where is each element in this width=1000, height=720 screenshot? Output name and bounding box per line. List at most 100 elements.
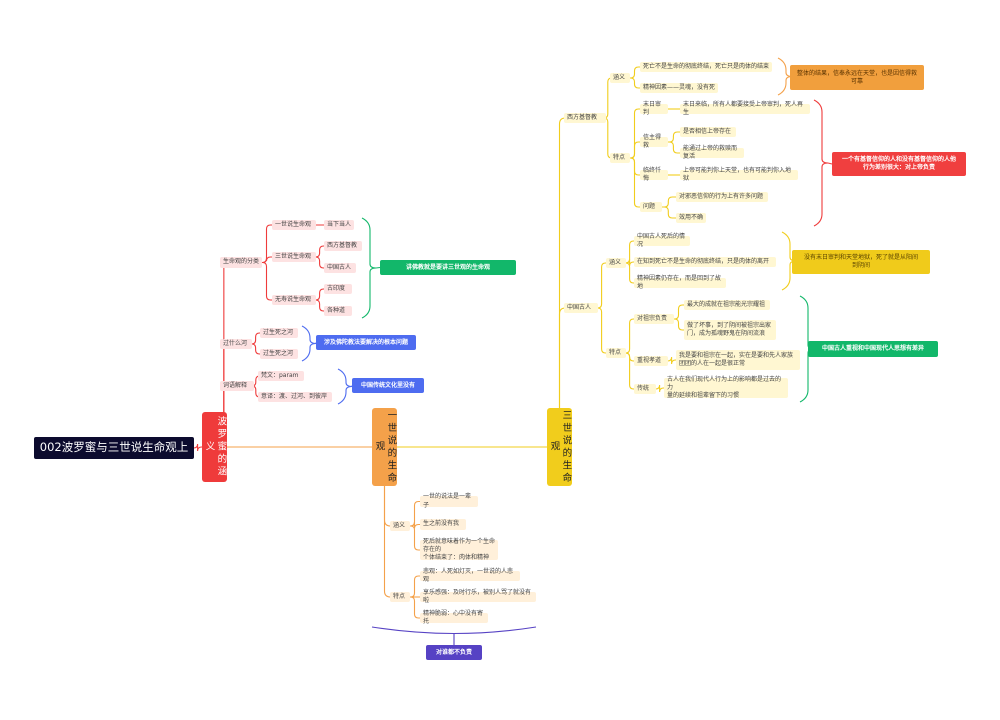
node-pm-this[interactable]: 过生死之河 — [260, 349, 298, 359]
node-pm-three[interactable]: 三世说生命观 — [272, 252, 316, 262]
node-ol-f1[interactable]: 悲观：人死如灯灭，一世说的人悲观 — [420, 568, 520, 583]
node-c-def[interactable]: 涵义 — [606, 258, 626, 268]
connector-pm-nolife-to-pm-gulong — [315, 288, 324, 301]
node-c-f3[interactable]: 传统 — [634, 384, 656, 394]
summary-link-5 — [827, 162, 833, 165]
node-pm-gulong[interactable]: 古印度 — [324, 284, 352, 294]
connector-w-f4-to-w-f4b — [662, 206, 676, 219]
node-c-f3a[interactable]: 古人在我们现代人行为上的影响都是过去的力 量的延续和祖辈留下的习惯 — [664, 376, 788, 399]
node-w-f3a[interactable]: 上帝可能判你上天堂，也有可能判你入地狱 — [680, 167, 798, 182]
summary-bracket-2 — [301, 325, 317, 362]
connector-pm-three-to-pm-cn — [315, 256, 324, 269]
node-ol-sum[interactable]: 对谁都不负责 — [426, 645, 482, 660]
node-ol-d3[interactable]: 死后就意味着作为一个生命存在的 个体结束了：肉体和精神 — [420, 538, 498, 561]
node-c-feat[interactable]: 特点 — [606, 348, 626, 358]
node-ol-d1[interactable]: 一世的说法是一辈子 — [420, 493, 478, 509]
node-pm-other[interactable]: 各种道 — [324, 306, 352, 316]
connector-w-f2-to-w-f2a — [668, 131, 680, 143]
node-ol-f2[interactable]: 享乐感强：及时行乐，被别人骂了就没有啦 — [420, 589, 536, 604]
connector-tl-west-to-w-feat — [603, 117, 612, 159]
node-c-d3[interactable]: 精神因素仍存在，而是回到了故地 — [634, 275, 726, 290]
connector-c-f1-to-c-f1a — [674, 304, 684, 320]
node-c-d2[interactable]: 在知到死亡不是生命的彻底终结，只是肉体的离开 — [634, 257, 776, 267]
connector-tl-cn-to-c-def — [597, 262, 606, 309]
connector-ol-feat-to-ol-f1 — [410, 575, 420, 598]
node-pm-sum3[interactable]: 中国传统文化里没有 — [352, 378, 424, 393]
connector-w-feat-to-w-f4 — [630, 157, 640, 208]
node-ol-def[interactable]: 涵义 — [390, 521, 410, 531]
branch-paramita[interactable]: 波罗蜜的涵义 — [202, 412, 227, 482]
node-pm-cn[interactable]: 中国古人 — [324, 263, 356, 273]
node-w-feat[interactable]: 特点 — [610, 153, 630, 163]
summary-bracket-5 — [813, 99, 829, 227]
node-c-f2a[interactable]: 我是要和祖宗在一起，实在是要和先人家族 团团的人在一起是很正常 — [676, 350, 800, 370]
node-w-d2[interactable]: 精神因素——灵魂，没有死 — [640, 83, 718, 93]
node-w-d1[interactable]: 死亡不是生命的彻底终结，死亡只是肉体的结束 — [640, 62, 772, 72]
node-w-f4a[interactable]: 对邪恶信仰的行为上有许多问题 — [676, 192, 768, 202]
node-c-sum[interactable]: 没有末日审判和天堂地狱，死了就是从阳间 到阴间 — [792, 250, 930, 274]
node-w-f1a[interactable]: 末日来临，所有人都要接受上帝审判，死人再生 — [680, 101, 810, 116]
node-w-f2b[interactable]: 能通过上帝的救赎而复活 — [680, 145, 744, 160]
node-w-f3[interactable]: 临终忏悔 — [640, 167, 668, 182]
connector-ol-to-ol-def — [383, 486, 391, 527]
connector-tl-west-to-w-def — [603, 77, 612, 119]
connector-pm-life-to-pm-three — [262, 256, 272, 264]
node-c-sum2[interactable]: 中国古人重视和中国现代人思想有差异 — [808, 341, 938, 357]
node-w-f2[interactable]: 信主得救 — [640, 134, 668, 149]
connector-ol-def-to-ol-d3 — [410, 525, 420, 551]
node-w-f4b[interactable]: 效用不确 — [676, 213, 706, 223]
node-pm-life[interactable]: 生命观的分类 — [220, 257, 262, 268]
node-pm-nolife[interactable]: 无寿说生命观 — [272, 295, 316, 305]
node-ol-f3[interactable]: 精神脆弱：心中没有寄托 — [420, 610, 488, 625]
node-w-f4[interactable]: 问题 — [640, 202, 662, 212]
node-pm-sans[interactable]: 梵文：param — [258, 371, 304, 381]
node-tl-west[interactable]: 西方基督教 — [564, 113, 606, 123]
connector-c-f2-to-c-f2a — [667, 356, 676, 365]
node-pm-one[interactable]: 一世说生命观 — [272, 220, 316, 230]
connector-c-feat-to-c-f1 — [625, 318, 634, 354]
connector-c-def-to-c-d3 — [625, 262, 634, 284]
connector-pm-nolife-to-pm-other — [315, 299, 324, 312]
branch-three-life[interactable]: 三世说的生命观 — [547, 408, 572, 486]
node-c-f1[interactable]: 对祖宗负责 — [634, 314, 674, 324]
node-tl-cn[interactable]: 中国古人 — [564, 303, 598, 313]
node-pm-sum1[interactable]: 讲佛教就是要讲三世观的生命观 — [380, 260, 516, 275]
node-ol-d2[interactable]: 生之前没有我 — [420, 519, 466, 530]
node-pm-mean[interactable]: 意译：渡、过河、到彼岸 — [258, 392, 332, 402]
node-w-sum2[interactable]: 一个有基督信仰的人和没有基督信仰的人他 行为差别很大：对上帝负责 — [832, 152, 966, 176]
node-c-d1[interactable]: 中国古人死后的情况 — [634, 233, 690, 248]
summary-link-1 — [375, 266, 381, 269]
node-ol-feat[interactable]: 特点 — [390, 592, 410, 602]
summary-bracket-1 — [361, 217, 377, 319]
connector-w-def-to-w-d2 — [630, 77, 640, 89]
node-w-sum[interactable]: 整体的结果，信奉永远在天堂，也是因信得救 可靠 — [790, 65, 924, 90]
connector-c-feat-to-c-f3 — [625, 352, 634, 390]
connector-ol-feat-to-ol-f3 — [410, 596, 420, 619]
node-w-f2a[interactable]: 是否相信上帝存在 — [680, 127, 736, 137]
branch-one-life[interactable]: 一世说的生命观 — [372, 408, 397, 486]
node-w-def[interactable]: 涵义 — [610, 73, 630, 83]
connector-ol-to-ol-feat — [383, 486, 391, 598]
node-pm-heaven[interactable]: 当下当人 — [324, 220, 354, 230]
connector-w-f4-to-w-f4a — [662, 196, 676, 208]
connector-pm-what-to-pm-this — [251, 343, 260, 355]
connector-w-f2-to-w-f2b — [668, 141, 680, 154]
node-w-f1[interactable]: 末日审判 — [640, 101, 668, 116]
node-pm-west[interactable]: 西方基督教 — [324, 241, 362, 251]
node-c-f2[interactable]: 重视孝道 — [634, 356, 668, 366]
connector-root-to-pm — [193, 443, 202, 452]
connector-w-def-to-w-d1 — [630, 66, 640, 79]
connector-pm-three-to-pm-west — [315, 245, 324, 258]
node-pm-sum2[interactable]: 涉及佛陀教法要解决的根本问题 — [316, 335, 416, 350]
connector-pm-life-to-pm-nolife — [262, 261, 272, 301]
node-c-f1a[interactable]: 最大的成就在祖宗能光宗耀祖 — [684, 300, 770, 310]
node-pm-terms[interactable]: 词语解释 — [220, 381, 254, 391]
summary-bracket-3 — [337, 368, 353, 405]
node-c-f1b[interactable]: 做了坏事，到了阴间被祖宗出家 门，成为孤魂野鬼在阴间流浪 — [684, 320, 776, 340]
connector-ol-def-to-ol-d2 — [410, 521, 420, 529]
central-topic[interactable]: 002波罗蜜与三世说生命观上 — [34, 437, 194, 459]
node-pm-past[interactable]: 过生死之河 — [260, 328, 298, 338]
node-pm-what[interactable]: 过什么河 — [220, 339, 252, 349]
